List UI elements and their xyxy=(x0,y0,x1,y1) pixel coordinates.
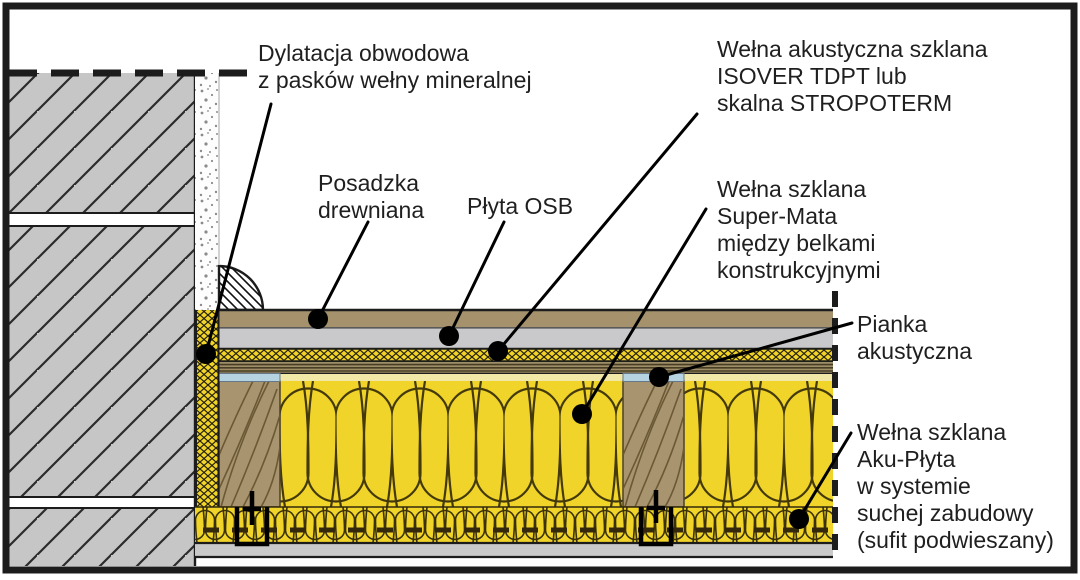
separation-strip xyxy=(219,374,833,381)
label-posadzka: Posadzka drewniana xyxy=(318,170,425,223)
leader-osb xyxy=(447,220,506,338)
ceiling-board xyxy=(195,541,833,559)
masonry-wall xyxy=(9,73,197,566)
dot-pianka xyxy=(649,367,669,387)
joist-beam-middle xyxy=(622,380,685,508)
osb-layer xyxy=(219,326,833,348)
joist-beam-left xyxy=(218,380,281,508)
label-osb: Płyta OSB xyxy=(467,193,574,219)
label-isover: Wełna akustyczna szklana ISOVER TDPT lub… xyxy=(717,36,988,116)
plaster-strip xyxy=(195,73,220,310)
leader-lines xyxy=(204,102,854,521)
leader-isover xyxy=(496,112,699,353)
ceiling-hanger-left xyxy=(234,491,270,547)
label-supermata: Wełna szklana Super-Mata między belkami … xyxy=(717,176,881,283)
leader-posadzka xyxy=(316,220,370,321)
wool-wave-pattern-left xyxy=(280,381,623,507)
acoustic-wool-board-layer xyxy=(219,347,833,363)
leader-pianka xyxy=(657,321,854,379)
dot-akuplyta xyxy=(789,509,809,529)
leader-akuplyta xyxy=(797,431,853,521)
ceiling-hanger-middle xyxy=(638,490,674,547)
wall-joint-band-upper xyxy=(9,212,195,227)
acoustic-foam-pad-left xyxy=(218,373,281,382)
label-akuplyta: Wełna szklana Aku-Płyta w systemie suche… xyxy=(857,419,1054,553)
dot-isover xyxy=(488,341,508,361)
dot-supermata xyxy=(572,404,592,424)
dot-dylatacja xyxy=(196,344,216,364)
quarter-round-trim xyxy=(217,264,265,312)
leader-supermata xyxy=(580,207,708,416)
wool-wave-pattern-right xyxy=(684,381,833,507)
leader-dylatacja xyxy=(204,102,273,356)
label-dylatacja: Dylatacja obwodowa z pasków wełny minera… xyxy=(258,40,532,93)
leader-dots xyxy=(196,309,809,529)
dot-posadzka xyxy=(308,309,328,329)
wall-joint-band-lower xyxy=(9,496,195,509)
perimeter-insulation-strip xyxy=(195,310,220,507)
label-pianka: Pianka akustyczna xyxy=(857,311,973,364)
boarding-layer xyxy=(219,362,833,375)
dot-osb xyxy=(439,326,459,346)
aku-plyta-layer xyxy=(195,506,833,543)
